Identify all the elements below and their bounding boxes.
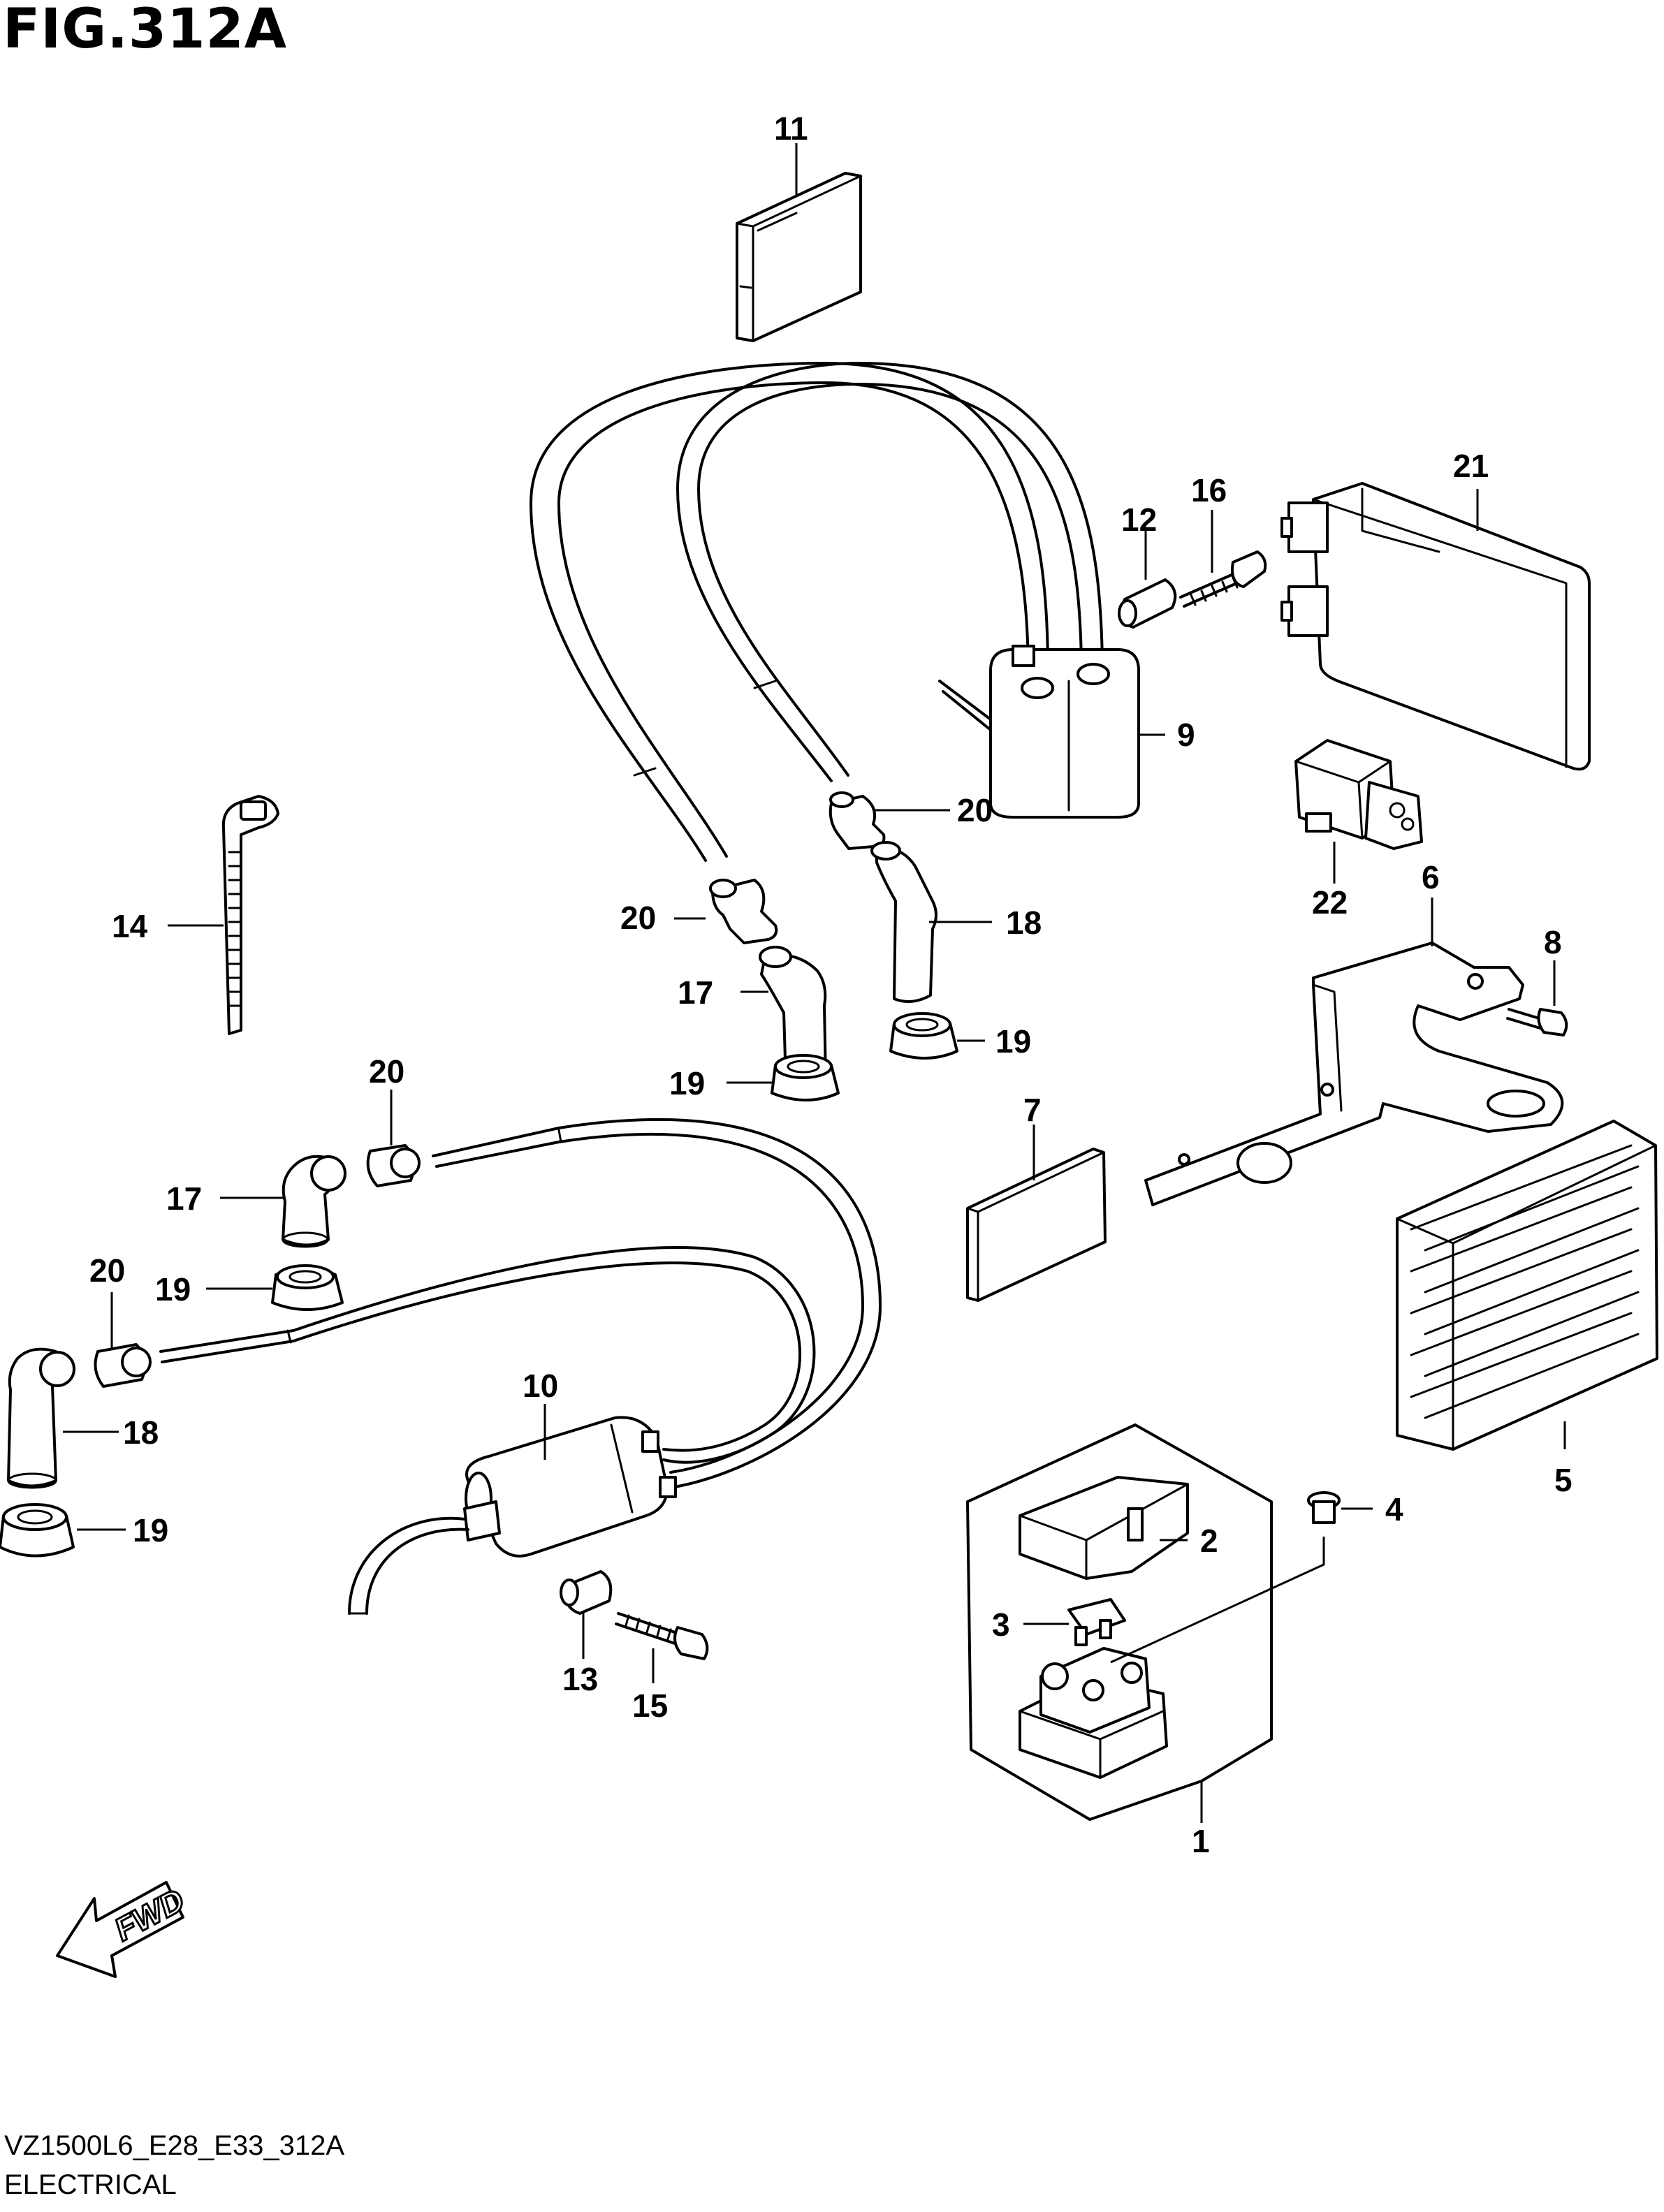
figure-title: FIG.312A [3, 0, 288, 61]
regulator-rectifier-icon[interactable] [1396, 1120, 1658, 1451]
callout-13: 13 [562, 1661, 598, 1697]
bolt-icon[interactable] [1506, 1008, 1568, 1037]
callout-17-b: 17 [166, 1180, 202, 1217]
cushion-pad-icon[interactable] [966, 1148, 1107, 1302]
cord-cap-icon[interactable] [366, 1144, 421, 1187]
callout-2: 2 [1200, 1523, 1218, 1559]
cord-cap-icon[interactable] [829, 791, 886, 850]
cushion-pad-icon[interactable] [736, 172, 862, 342]
spacer-icon[interactable] [1118, 578, 1177, 629]
callout-21: 21 [1453, 448, 1489, 484]
section-name: ELECTRICAL [4, 2169, 177, 2200]
callout-9: 9 [1177, 717, 1195, 753]
callout-19-a: 19 [995, 1023, 1031, 1060]
fuse-icon[interactable] [1067, 1598, 1126, 1646]
ecm-unit-icon[interactable] [1280, 482, 1591, 771]
callout-8: 8 [1544, 924, 1562, 960]
callout-20-b: 20 [620, 900, 656, 936]
cap-seal-icon[interactable] [271, 1264, 344, 1311]
cap-seal-icon[interactable] [0, 1503, 75, 1558]
callout-18-a: 18 [1006, 904, 1042, 941]
spacer-icon[interactable] [560, 1570, 613, 1615]
callout-labels: 11 9 12 16 21 22 6 8 20 18 20 17 19 19 7… [89, 110, 1572, 1859]
fwd-arrow-icon: FWD [56, 1880, 191, 1978]
callout-11: 11 [774, 110, 808, 147]
bolt-icon[interactable] [1179, 550, 1267, 608]
callout-20-c: 20 [369, 1053, 404, 1090]
starter-relay-assembly-icon[interactable] [966, 1423, 1273, 1821]
callout-5: 5 [1554, 1462, 1572, 1498]
callout-6: 6 [1422, 859, 1440, 895]
callout-20-d: 20 [89, 1252, 125, 1289]
callout-3: 3 [992, 1606, 1010, 1643]
plug-cap-icon[interactable] [282, 1155, 346, 1248]
callout-4: 4 [1385, 1491, 1403, 1528]
screw-icon[interactable] [1307, 1491, 1341, 1524]
relay-cover-icon[interactable] [1019, 1476, 1189, 1580]
callout-15: 15 [632, 1687, 668, 1724]
figure-code: VZ1500L6_E28_E33_312A [4, 2130, 345, 2161]
callout-10: 10 [523, 1368, 558, 1404]
plug-cap-icon[interactable] [7, 1347, 75, 1489]
callout-17-a: 17 [678, 974, 713, 1011]
callout-20-a: 20 [957, 792, 993, 828]
clamp-tie-icon[interactable] [221, 795, 279, 1035]
callout-14: 14 [112, 908, 148, 944]
plug-cap-icon[interactable] [870, 841, 937, 1003]
bolt-icon[interactable] [615, 1612, 709, 1660]
callout-22: 22 [1312, 884, 1348, 921]
callout-18-b: 18 [123, 1414, 159, 1451]
callout-7: 7 [1023, 1092, 1042, 1128]
callout-19-b: 19 [669, 1065, 705, 1101]
callout-12: 12 [1121, 501, 1157, 538]
ignition-coil-rear-icon[interactable] [159, 1118, 882, 1615]
relay-icon[interactable] [1294, 739, 1423, 850]
callout-1: 1 [1192, 1823, 1210, 1859]
cap-seal-icon[interactable] [771, 1054, 840, 1101]
callout-19-d: 19 [133, 1512, 168, 1548]
cap-seal-icon[interactable] [889, 1012, 958, 1060]
ignition-coil-front-icon[interactable] [530, 362, 1140, 862]
leader-lines [63, 143, 1566, 1823]
callout-19-c: 19 [155, 1271, 191, 1308]
bracket-icon[interactable] [1144, 942, 1564, 1206]
plug-cap-icon[interactable] [759, 946, 827, 1087]
cord-cap-icon[interactable] [94, 1343, 152, 1388]
cord-cap-icon[interactable] [709, 879, 778, 944]
callout-16: 16 [1191, 472, 1227, 508]
